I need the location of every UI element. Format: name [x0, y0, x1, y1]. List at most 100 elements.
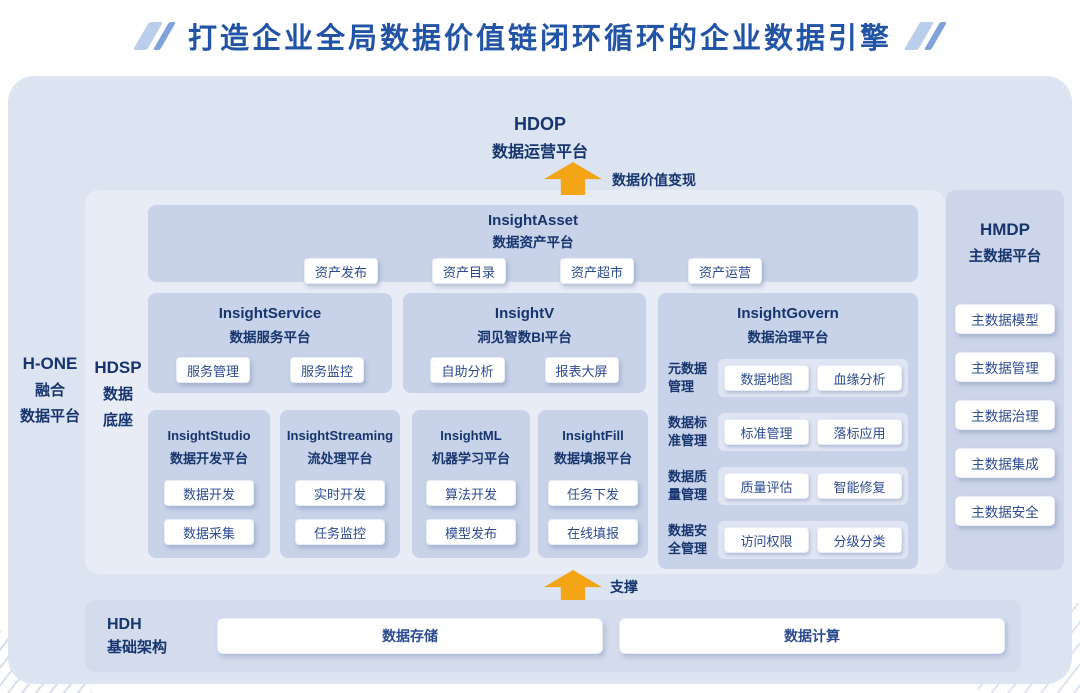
hmdp-chip: 主数据治理	[955, 400, 1055, 430]
streaming-chip: 实时开发	[295, 480, 385, 506]
hdop-code: HDOP	[513, 114, 566, 134]
asset-chip: 资产目录	[431, 258, 506, 284]
asset-chip-row: 资产发布 资产目录 资产超市 资产运营	[148, 258, 918, 284]
insight-v-chip-row: 自助分析 报表大屏	[403, 357, 646, 383]
insight-streaming-panel: InsightStreaming 流处理平台 实时开发 任务监控	[280, 410, 400, 558]
insight-v-chip: 自助分析	[430, 357, 505, 383]
fill-chip: 在线填报	[548, 519, 638, 545]
insight-service-code: InsightService	[218, 305, 322, 322]
hmdp-name: 主数据平台	[968, 249, 1042, 265]
insight-v-code: InsightV	[494, 305, 555, 322]
h-one-code: H-ONE	[22, 354, 78, 373]
hdop-name: 数据运营平台	[491, 144, 588, 161]
insight-ml-name: 机器学习平台	[431, 451, 510, 466]
hmdp-chip: 主数据集成	[955, 448, 1055, 478]
govern-chip-group: 数据地图 血缘分析	[718, 359, 908, 397]
hdsp-name-line: 数据	[102, 386, 133, 403]
asset-chip: 资产运营	[688, 258, 763, 284]
govern-chip: 标准管理	[724, 419, 809, 445]
slash-decoration-left	[132, 22, 177, 50]
insight-asset-header: InsightAsset 数据资产平台	[148, 205, 918, 251]
insight-fill-header: InsightFill 数据填报平台	[538, 410, 648, 467]
service-chip-row: 服务管理 服务监控	[148, 357, 392, 383]
page-title: 打造企业全局数据价值链闭环循环的企业数据引擎	[187, 23, 892, 55]
insight-studio-panel: InsightStudio 数据开发平台 数据开发 数据采集	[148, 410, 270, 558]
hmdp-chip: 主数据模型	[955, 304, 1055, 334]
govern-chip-group: 标准管理 落标应用	[718, 413, 908, 451]
hdh-chip-compute: 数据计算	[619, 618, 1005, 654]
asset-chip: 资产发布	[303, 258, 378, 284]
platform-canvas: HDOP 数据运营平台 数据价值变现 H-ONE 融合 数据平台 HDSP 数据…	[8, 76, 1072, 684]
insight-service-panel: InsightService 数据服务平台 服务管理 服务监控	[148, 293, 392, 393]
title-row: 打造企业全局数据价值链闭环循环的企业数据引擎	[0, 10, 1080, 62]
hmdp-chip-stack: 主数据模型 主数据管理 主数据治理 主数据集成 主数据安全	[946, 304, 1064, 526]
insight-service-header: InsightService 数据服务平台	[148, 293, 392, 346]
insight-fill-panel: InsightFill 数据填报平台 任务下发 在线填报	[538, 410, 648, 558]
support-arrow-label: 支撑	[610, 579, 638, 595]
ml-chip: 算法开发	[426, 480, 516, 506]
up-arrow-icon	[544, 570, 602, 603]
hmdp-chip: 主数据安全	[955, 496, 1055, 526]
ml-chip-stack: 算法开发 模型发布	[412, 480, 530, 545]
insight-govern-code: InsightGovern	[737, 305, 839, 322]
govern-row: 数据质量管理 质量评估 智能修复	[668, 461, 908, 511]
hdh-code: HDH	[107, 615, 142, 633]
govern-chip: 落标应用	[817, 419, 902, 445]
govern-chip-group: 质量评估 智能修复	[718, 467, 908, 505]
insight-fill-code: InsightFill	[562, 428, 624, 443]
insight-asset-panel: InsightAsset 数据资产平台 资产发布 资产目录 资产超市 资产运营	[148, 205, 918, 284]
h-one-name-line: 融合	[34, 382, 65, 399]
insight-v-chip: 报表大屏	[544, 357, 619, 383]
govern-chip: 血缘分析	[817, 365, 902, 391]
hmdp-code: HMDP	[979, 220, 1031, 239]
hdsp-name-line: 底座	[102, 412, 133, 429]
studio-chip: 数据采集	[164, 519, 254, 545]
govern-row: 元数据管理 数据地图 血缘分析	[668, 353, 908, 403]
insight-streaming-code: InsightStreaming	[286, 428, 394, 443]
insight-asset-name: 数据资产平台	[492, 235, 574, 250]
insight-ml-code: InsightML	[440, 428, 502, 443]
fill-chip-stack: 任务下发 在线填报	[538, 480, 648, 545]
fill-chip: 任务下发	[548, 480, 638, 506]
insight-govern-header: InsightGovern 数据治理平台	[668, 305, 908, 346]
streaming-chip: 任务监控	[295, 519, 385, 545]
govern-row-label: 数据安全管理	[668, 523, 708, 556]
govern-row: 数据安全管理 访问权限 分级分类	[668, 515, 908, 565]
insight-govern-name: 数据治理平台	[747, 330, 829, 345]
govern-chip: 分级分类	[817, 527, 902, 553]
govern-chip: 数据地图	[724, 365, 809, 391]
service-chip: 服务监控	[290, 357, 365, 383]
hdsp-code: HDSP	[94, 358, 142, 377]
insight-service-name: 数据服务平台	[229, 330, 311, 345]
insight-ml-panel: InsightML 机器学习平台 算法开发 模型发布	[412, 410, 530, 558]
value-arrow-label: 数据价值变现	[612, 172, 696, 188]
hdh-name: 基础架构	[107, 638, 168, 656]
insight-v-header: InsightV 洞见智数BI平台	[403, 293, 646, 346]
insight-govern-panel: InsightGovern 数据治理平台 元数据管理 数据地图 血缘分析 数据标…	[658, 293, 918, 569]
h-one-label: H-ONE 融合 数据平台	[8, 354, 92, 426]
govern-chip: 访问权限	[724, 527, 809, 553]
govern-row-label: 数据标准管理	[668, 415, 708, 448]
govern-chip: 智能修复	[817, 473, 902, 499]
streaming-chip-stack: 实时开发 任务监控	[280, 480, 400, 545]
insight-streaming-header: InsightStreaming 流处理平台	[280, 410, 400, 467]
service-chip: 服务管理	[175, 357, 250, 383]
insight-asset-code: InsightAsset	[487, 212, 578, 229]
slash-decoration-right	[903, 22, 948, 50]
insight-v-panel: InsightV 洞见智数BI平台 自助分析 报表大屏	[403, 293, 646, 393]
studio-chip-stack: 数据开发 数据采集	[148, 480, 270, 545]
govern-row-label: 数据质量管理	[668, 469, 708, 502]
hmdp-header: HMDP 主数据平台	[946, 190, 1064, 266]
hdh-infrastructure-bar: HDH 基础架构 数据存储 数据计算	[85, 600, 1021, 672]
h-one-name-line: 数据平台	[19, 408, 80, 425]
hdop-header: HDOP 数据运营平台	[8, 114, 1072, 162]
hdh-label: HDH 基础架构	[101, 616, 201, 657]
govern-row: 数据标准管理 标准管理 落标应用	[668, 407, 908, 457]
govern-row-label: 元数据管理	[668, 361, 708, 394]
studio-chip: 数据开发	[164, 480, 254, 506]
insight-ml-header: InsightML 机器学习平台	[412, 410, 530, 467]
govern-chip: 质量评估	[724, 473, 809, 499]
insight-studio-name: 数据开发平台	[169, 451, 248, 466]
insight-studio-code: InsightStudio	[167, 428, 251, 443]
